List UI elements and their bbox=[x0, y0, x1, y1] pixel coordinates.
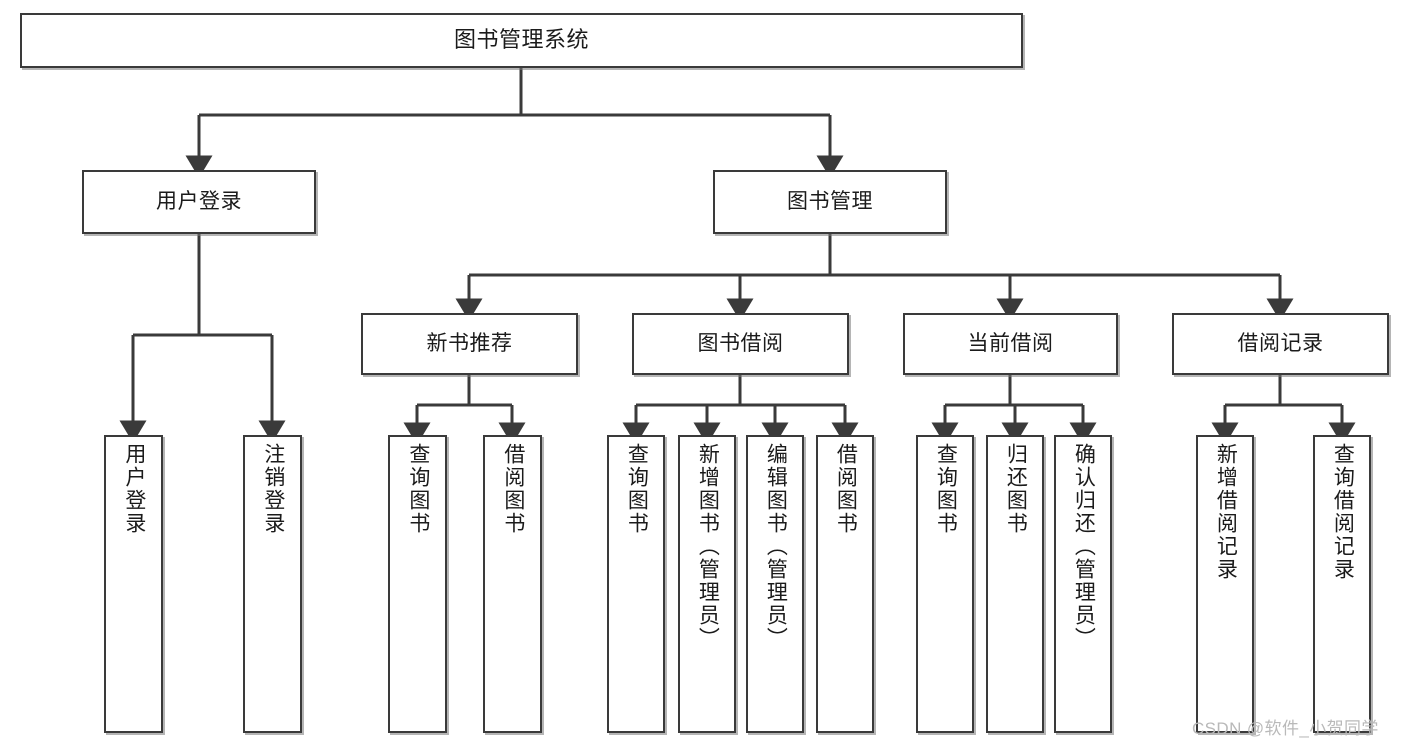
node-new-book-recommend[interactable]: 新书推荐 bbox=[361, 313, 578, 375]
node-leaf-add-borrow-record-label: 新增借阅记录 bbox=[1214, 443, 1238, 581]
node-current-borrow-label: 当前借阅 bbox=[967, 332, 1054, 356]
node-leaf-borrow-book-label: 借阅图书 bbox=[834, 443, 858, 535]
node-user-login[interactable]: 用户登录 bbox=[82, 170, 316, 234]
node-borrow-record-label: 借阅记录 bbox=[1237, 332, 1324, 356]
node-leaf-query-book-cur[interactable]: 查询图书 bbox=[916, 435, 974, 733]
node-leaf-borrow-book[interactable]: 借阅图书 bbox=[816, 435, 874, 733]
node-current-borrow[interactable]: 当前借阅 bbox=[903, 313, 1118, 375]
node-root-label: 图书管理系统 bbox=[453, 27, 589, 53]
node-book-borrow[interactable]: 图书借阅 bbox=[632, 313, 849, 375]
node-book-manage[interactable]: 图书管理 bbox=[713, 170, 947, 234]
node-leaf-query-book-rec[interactable]: 查询图书 bbox=[388, 435, 447, 733]
node-leaf-user-login-label: 用户登录 bbox=[122, 443, 146, 535]
node-leaf-query-book-cur-label: 查询图书 bbox=[934, 443, 958, 535]
node-leaf-query-book-borrow-label: 查询图书 bbox=[625, 443, 649, 535]
node-leaf-query-book-borrow[interactable]: 查询图书 bbox=[607, 435, 665, 733]
node-leaf-query-borrow-record-label: 查询借阅记录 bbox=[1331, 443, 1355, 581]
node-leaf-borrow-book-rec-label: 借阅图书 bbox=[501, 443, 525, 535]
node-leaf-user-logout-label: 注销登录 bbox=[261, 443, 285, 535]
node-leaf-return-book-label: 归还图书 bbox=[1004, 443, 1028, 535]
node-leaf-query-borrow-record[interactable]: 查询借阅记录 bbox=[1313, 435, 1371, 733]
node-leaf-add-borrow-record[interactable]: 新增借阅记录 bbox=[1196, 435, 1254, 733]
node-leaf-user-logout[interactable]: 注销登录 bbox=[243, 435, 302, 733]
node-book-manage-label: 图书管理 bbox=[787, 190, 873, 214]
node-new-book-recommend-label: 新书推荐 bbox=[426, 332, 513, 356]
node-leaf-add-book-admin[interactable]: 新增图书（管理员） bbox=[678, 435, 736, 733]
node-user-login-label: 用户登录 bbox=[156, 190, 242, 214]
node-leaf-confirm-return-admin[interactable]: 确认归还（管理员） bbox=[1054, 435, 1112, 733]
node-leaf-confirm-return-admin-label: 确认归还（管理员） bbox=[1072, 443, 1096, 650]
node-book-borrow-label: 图书借阅 bbox=[697, 332, 784, 356]
node-leaf-borrow-book-rec[interactable]: 借阅图书 bbox=[483, 435, 542, 733]
node-borrow-record[interactable]: 借阅记录 bbox=[1172, 313, 1389, 375]
node-leaf-add-book-admin-label: 新增图书（管理员） bbox=[696, 443, 720, 650]
node-leaf-edit-book-admin[interactable]: 编辑图书（管理员） bbox=[746, 435, 804, 733]
node-leaf-return-book[interactable]: 归还图书 bbox=[986, 435, 1044, 733]
node-root[interactable]: 图书管理系统 bbox=[20, 13, 1023, 68]
node-leaf-user-login[interactable]: 用户登录 bbox=[104, 435, 163, 733]
node-leaf-edit-book-admin-label: 编辑图书（管理员） bbox=[764, 443, 788, 650]
node-leaf-query-book-rec-label: 查询图书 bbox=[406, 443, 430, 535]
